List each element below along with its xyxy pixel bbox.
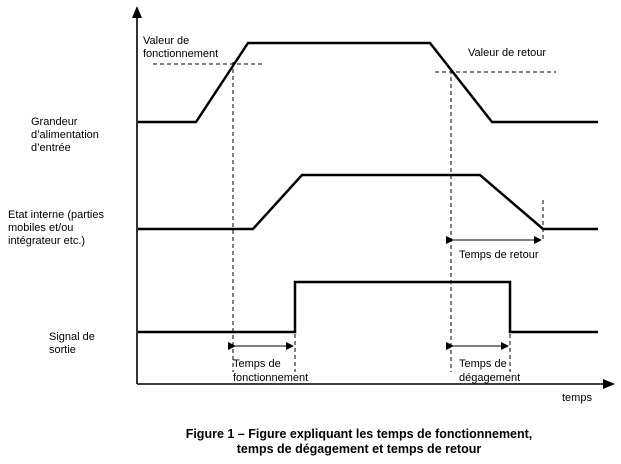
label-temps-retour: Temps de retour [459, 249, 539, 261]
internal-state-trace [138, 173, 598, 231]
label-etat-interne: Etat interne (parties mobiles et/ou inté… [8, 209, 107, 247]
label-grandeur-alimentation: Grandeur d’alimentation d’entrée [31, 116, 102, 154]
input-quantity-trace [138, 41, 598, 124]
caption-line-2: temps de dégagement et temps de retour [237, 442, 482, 456]
label-valeur-fonctionnement: Valeur de fonctionnement [143, 35, 218, 60]
label-signal-sortie: Signal de sortie [49, 331, 98, 356]
x-axis-arrowhead [603, 379, 615, 389]
label-temps-axis: temps [562, 392, 592, 404]
y-axis-arrowhead [132, 6, 142, 18]
output-signal-trace [138, 280, 598, 334]
label-temps-fonctionnement: Temps de fonctionnement [233, 358, 308, 384]
caption-line-1: Figure 1 – Figure expliquant les temps d… [186, 427, 533, 441]
label-temps-degagement: Temps de dégagement [459, 358, 520, 384]
label-valeur-retour: Valeur de retour [468, 47, 546, 59]
